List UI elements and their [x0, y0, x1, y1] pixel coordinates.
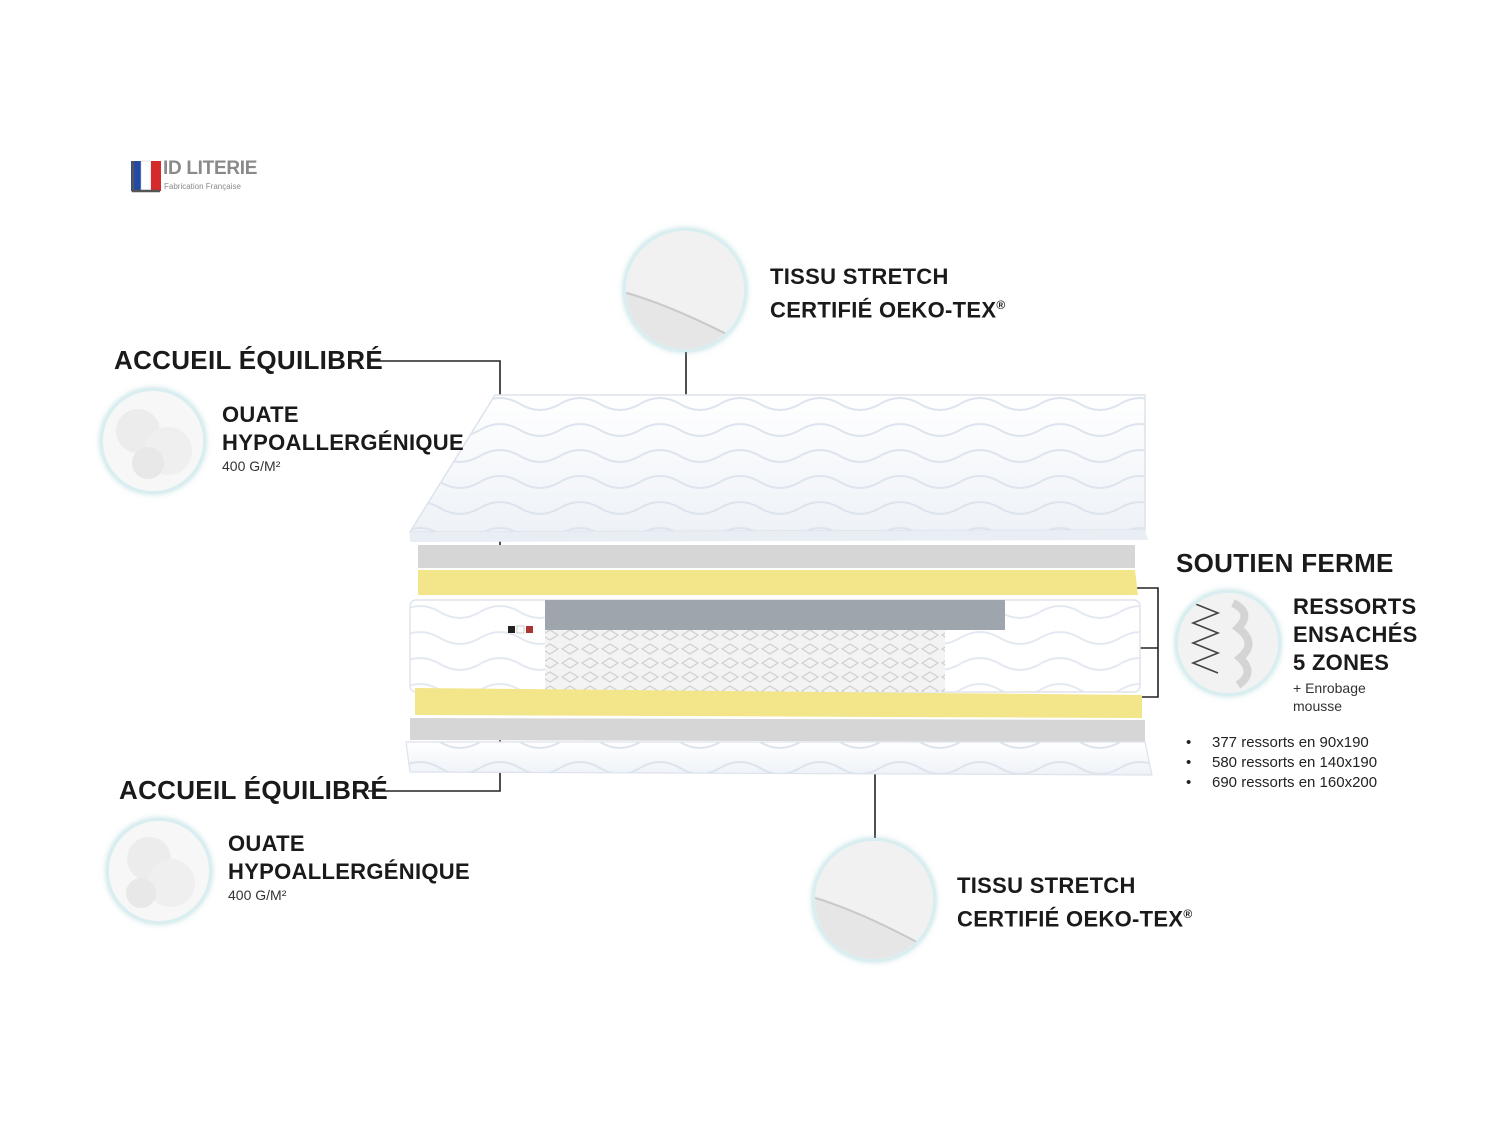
mattress-illustration: [405, 394, 1153, 776]
comfort-top-label: OUATE HYPOALLERGÉNIQUE 400 G/M²: [222, 401, 464, 475]
support-swatch-image: [1175, 590, 1281, 696]
brand-tagline: Fabrication Française: [164, 182, 241, 191]
bottom-fabric-label: TISSU STRETCH CERTIFIÉ OEKO-TEX®: [957, 872, 1193, 933]
brand-logo-mark: [131, 160, 161, 193]
list-item: 690 ressorts en 160x200: [1184, 773, 1377, 793]
comfort-top-title-line1: OUATE: [222, 402, 299, 427]
registered-mark: ®: [1183, 907, 1193, 921]
support-title-line3: 5 ZONES: [1293, 650, 1390, 675]
bottom-foam-layer: [415, 688, 1142, 718]
top-fabric-title-line1: TISSU STRETCH: [770, 264, 949, 289]
top-ouate-layer: [418, 545, 1135, 568]
bottom-fabric-title-line1: TISSU STRETCH: [957, 873, 1136, 898]
comfort-bottom-title-line1: OUATE: [228, 831, 305, 856]
comfort-top-detail: 400 G/M²: [222, 458, 281, 474]
support-title-line2: ENSACHÉS: [1293, 622, 1418, 647]
top-foam-layer: [418, 570, 1138, 595]
bottom-ouate-layer: [410, 718, 1145, 742]
comfort-top-swatch-image: [100, 388, 206, 494]
comfort-bottom-detail: 400 G/M²: [228, 887, 287, 903]
comfort-bottom-heading: ACCUEIL ÉQUILIBRÉ: [119, 775, 388, 805]
support-detail-line1: + Enrobage: [1293, 680, 1366, 696]
bottom-fabric-swatch-image: [812, 838, 936, 962]
bottom-fabric-title-line2: CERTIFIÉ OEKO-TEX®: [957, 906, 1193, 932]
top-fabric-title-line2: CERTIFIÉ OEKO-TEX®: [770, 297, 1006, 323]
list-item: 377 ressorts en 90x190: [1184, 733, 1377, 753]
top-fabric-label: TISSU STRETCH CERTIFIÉ OEKO-TEX®: [770, 263, 1006, 324]
support-heading: SOUTIEN FERME: [1176, 548, 1394, 578]
bottom-fabric-layer: [405, 741, 1153, 776]
support-title-line1: RESSORTS: [1293, 594, 1417, 619]
comfort-bottom-swatch-image: [106, 818, 212, 924]
comfort-bottom-title-line2: HYPOALLERGÉNIQUE: [228, 859, 470, 884]
spring-core-layer: [409, 599, 1141, 693]
top-fabric-layer: [408, 394, 1148, 542]
top-fabric-swatch-image: [623, 228, 747, 352]
comfort-bottom-label: OUATE HYPOALLERGÉNIQUE 400 G/M²: [228, 830, 470, 904]
brand-logo: ID LITERIE Fabrication Française: [130, 158, 265, 194]
support-label: RESSORTS ENSACHÉS 5 ZONES + Enrobage mou…: [1293, 593, 1418, 715]
list-item: 580 ressorts en 140x190: [1184, 753, 1377, 773]
brand-name: ID LITERIE: [163, 158, 258, 179]
support-detail-line2: mousse: [1293, 698, 1343, 714]
comfort-top-heading: ACCUEIL ÉQUILIBRÉ: [114, 345, 383, 375]
comfort-top-title-line2: HYPOALLERGÉNIQUE: [222, 430, 464, 455]
spring-count-list: 377 ressorts en 90x190 580 ressorts en 1…: [1184, 733, 1377, 793]
registered-mark: ®: [996, 298, 1006, 312]
